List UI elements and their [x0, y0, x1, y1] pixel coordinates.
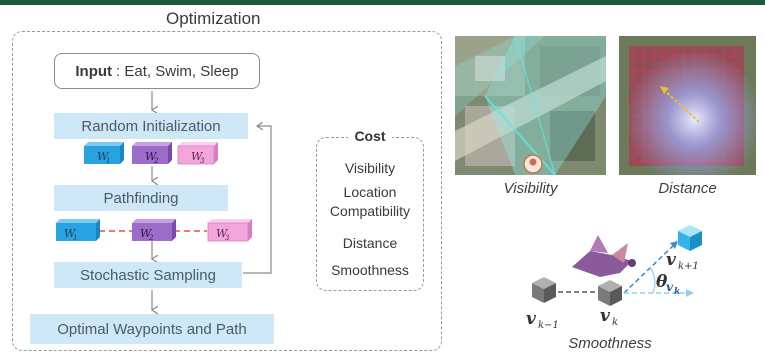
waypoint-w2-label-path: W — [140, 227, 153, 240]
waypoint-w3-sub-path: 3 — [225, 234, 230, 242]
input-value: : Eat, Swim, Sleep — [116, 62, 239, 80]
optimization-title: Optimization — [166, 9, 261, 28]
distance-image — [619, 36, 756, 175]
label-v-next: v — [666, 250, 677, 270]
cost-item-compatibility: Compatibility — [329, 203, 411, 219]
waypoint-w2-cube-path: W 2 — [132, 219, 176, 242]
optimization-frame — [12, 31, 442, 351]
cost-title: Cost — [316, 128, 424, 144]
cost-item-visibility: Visibility — [344, 160, 396, 176]
cost-title-text: Cost — [348, 128, 392, 144]
waypoint-w2-sub-path: 2 — [148, 234, 154, 242]
label-v-next-sub: k+1 — [678, 261, 699, 272]
waypoint-w2-sub: 2 — [153, 157, 159, 165]
step-stochastic-sampling: Stochastic Sampling — [54, 262, 242, 288]
waypoint-w1-sub-path: 1 — [73, 234, 77, 242]
visibility-caption: Visibility — [503, 180, 558, 197]
waypoint-w3-cube: W 3 — [177, 142, 218, 165]
waypoint-row-path: W 1 W 2 W 3 — [56, 219, 252, 242]
waypoint-w3-sub: 3 — [200, 157, 205, 165]
waypoint-w3-label: W — [191, 150, 204, 163]
input-box: Input : Eat, Swim, Sleep — [54, 53, 260, 89]
visibility-image — [455, 36, 606, 175]
cube-v-next — [678, 225, 702, 251]
distance-arrow — [663, 89, 700, 123]
waypoint-w1-sub: 1 — [106, 157, 110, 165]
label-v-k-sub: k — [612, 317, 618, 328]
cost-item-smoothness: Smoothness — [331, 262, 409, 278]
waypoint-row-init: W 1 W 2 W 3 — [84, 142, 218, 165]
smoothness-diagram: v k−1 v k v k+1 θ v k — [526, 225, 702, 331]
waypoint-w2-cube: W 2 — [132, 142, 172, 165]
label-theta-v: v — [666, 280, 674, 294]
smoothness-caption: Smoothness — [568, 335, 652, 352]
cube-v-prev — [532, 277, 556, 303]
step-random-initialization: Random Initialization — [54, 113, 248, 139]
input-label: Input — [75, 62, 113, 80]
step-optimal-waypoints: Optimal Waypoints and Path — [30, 314, 274, 344]
loop-back-arrow — [243, 126, 272, 274]
theta-arc — [649, 266, 656, 294]
label-theta: θ — [656, 272, 668, 292]
waypoint-w2-label: W — [145, 150, 158, 163]
step-pathfinding: Pathfinding — [54, 185, 228, 211]
cube-v-k — [598, 280, 622, 306]
waypoint-w1-cube-path: W 1 — [56, 219, 100, 242]
top-bar — [0, 0, 765, 5]
waypoint-w3-cube-path: W 3 — [207, 219, 252, 242]
cost-item-location: Location — [343, 184, 397, 200]
waypoint-w1-cube: W 1 — [84, 142, 124, 165]
cost-item-distance: Distance — [342, 235, 398, 251]
label-theta-sub: k — [674, 287, 680, 297]
waypoint-w3-label-path: W — [216, 227, 229, 240]
label-v-prev-sub: k−1 — [538, 320, 559, 331]
distance-caption: Distance — [658, 180, 717, 197]
label-v-prev: v — [526, 309, 537, 329]
waypoint-w1-label-path: W — [64, 227, 77, 240]
waypoint-w1-label: W — [97, 150, 110, 163]
label-v-k: v — [600, 306, 611, 326]
visibility-viewer-icon — [523, 154, 543, 174]
dragon-icon — [572, 235, 636, 277]
